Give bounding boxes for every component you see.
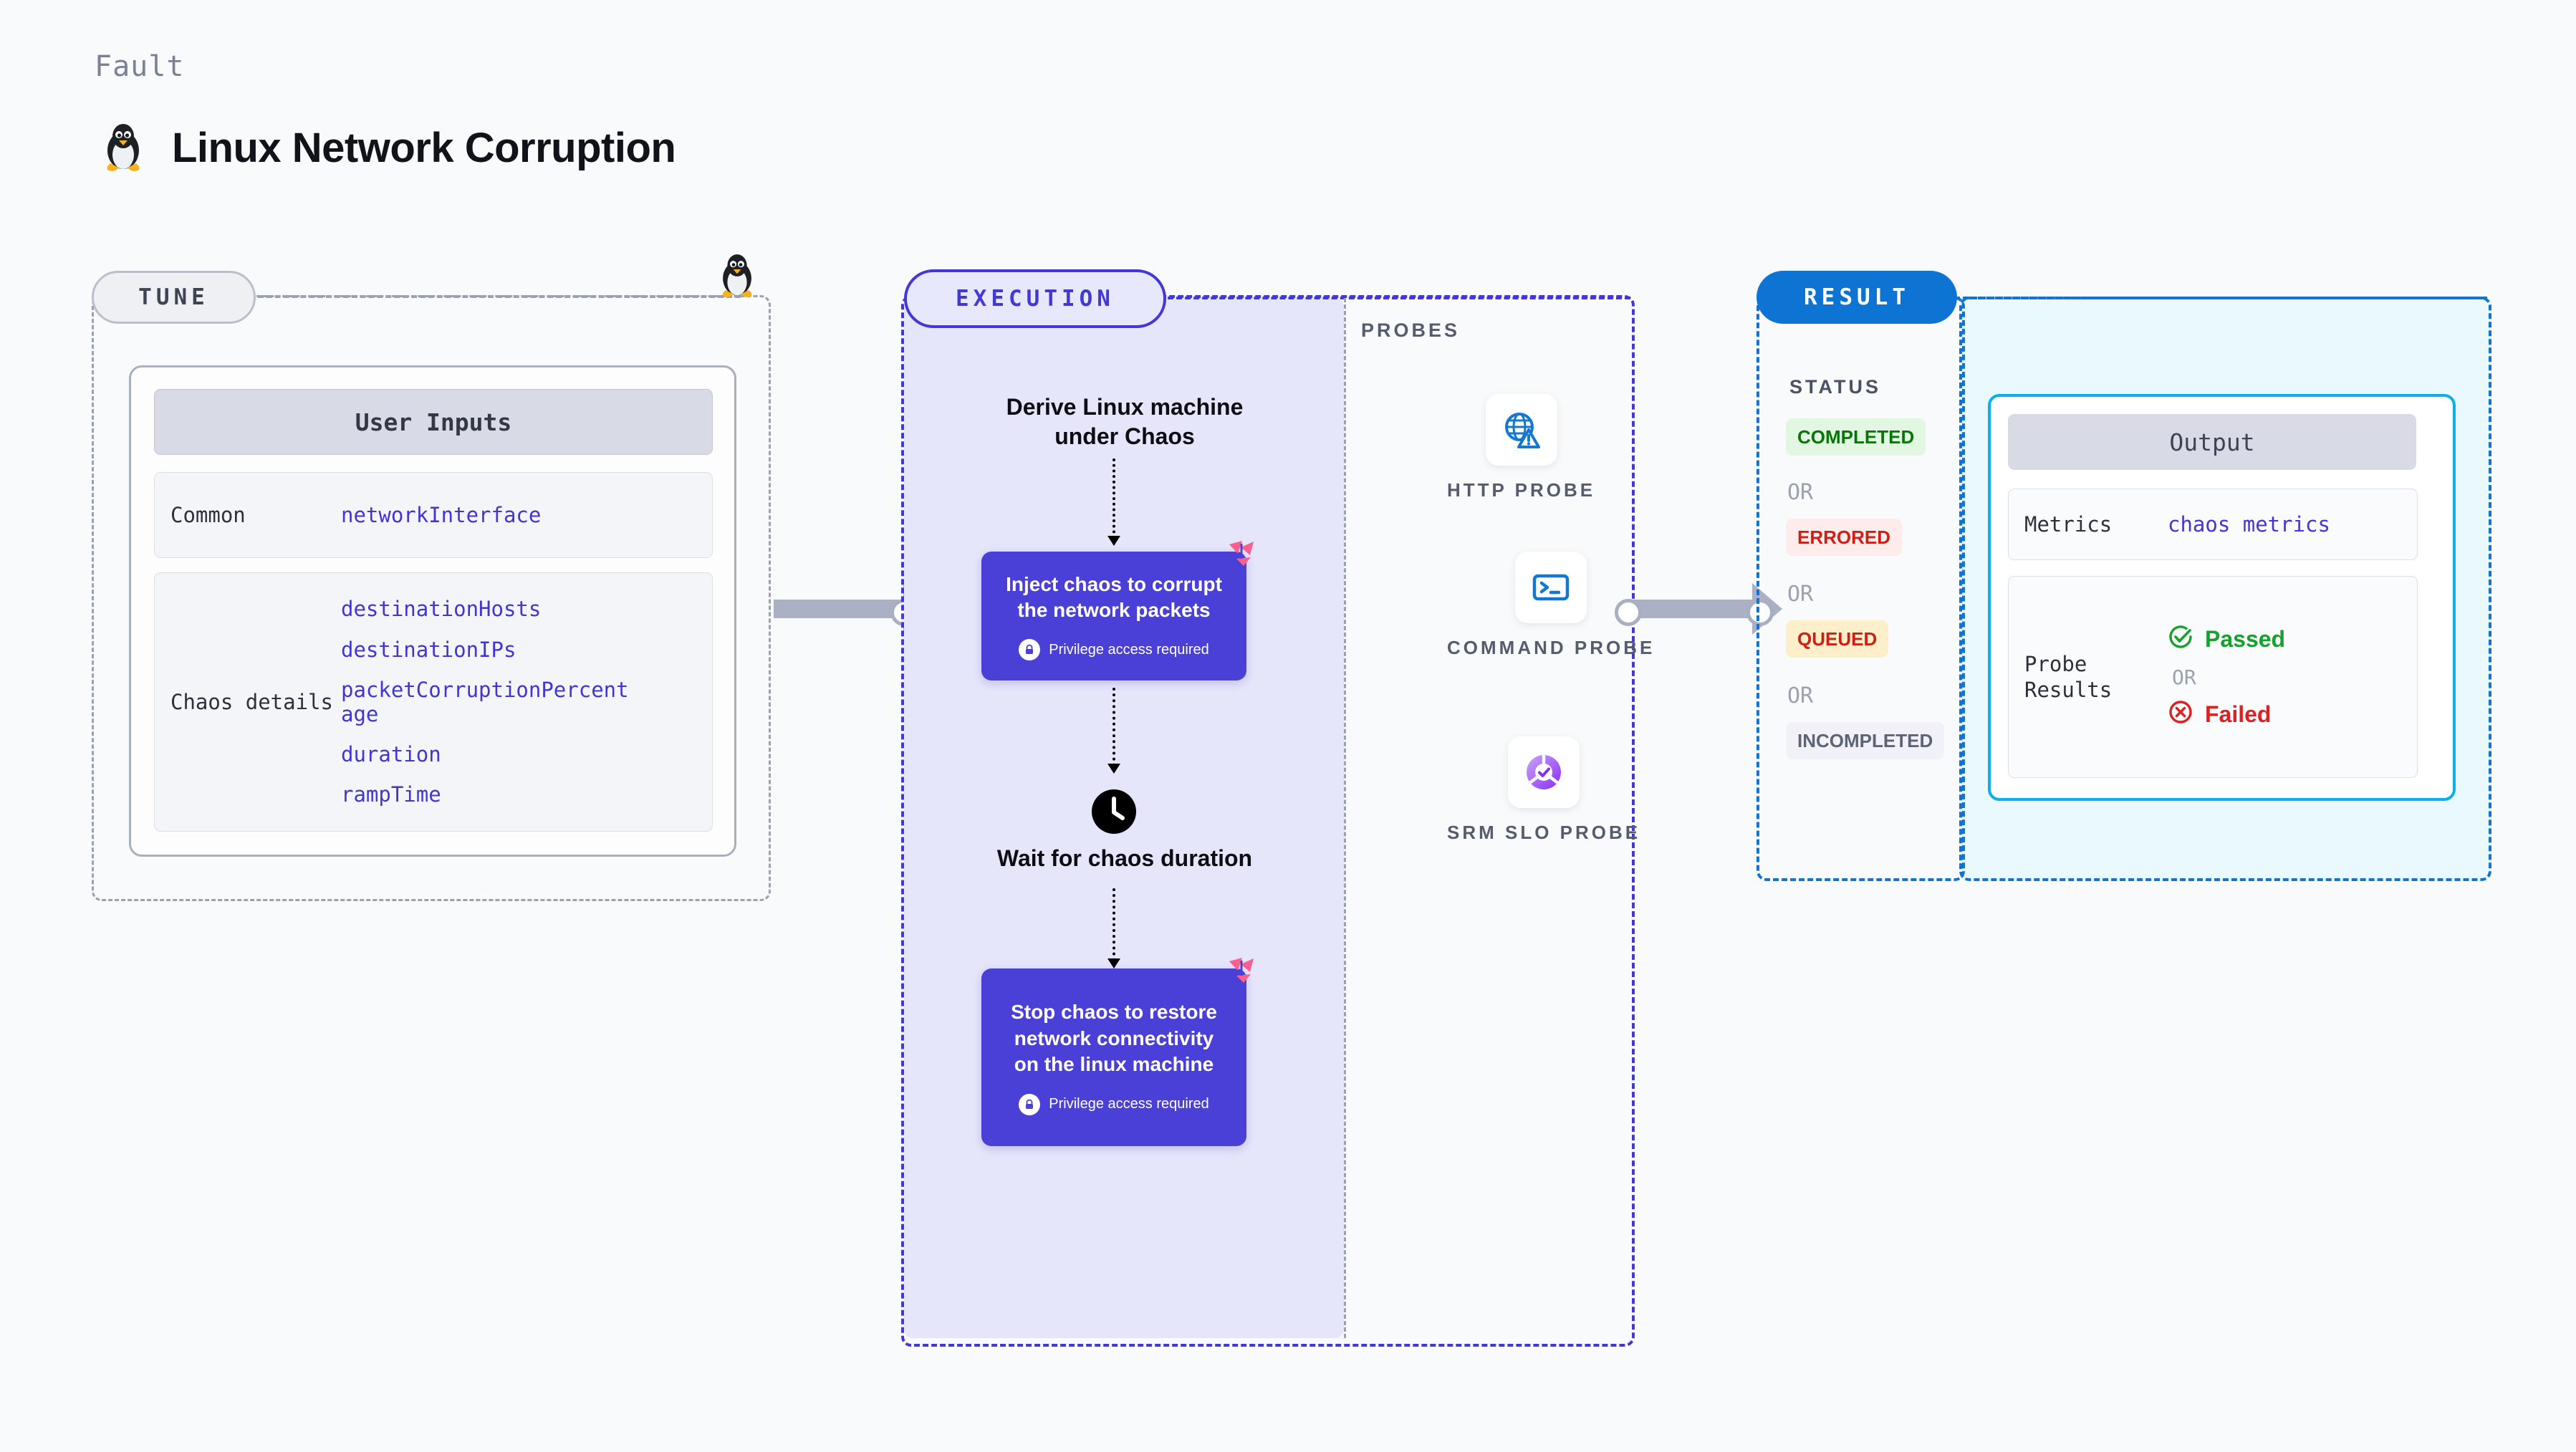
input-group-values: networkInterface [341,503,541,527]
privilege-text: Privilege access required [1049,641,1209,658]
fault-kicker: Fault [95,50,185,83]
output-metrics-label: Metrics [2024,511,2113,537]
input-group-chaos: Chaos details destinationHosts destinati… [154,572,713,832]
status-badge-completed: COMPLETED [1786,418,1926,456]
tune-to-execution-arrow [774,583,933,635]
fault-title-row: Linux Network Corruption [100,122,676,173]
user-inputs-title: User Inputs [154,389,713,455]
probe-srm[interactable]: SRM SLO PROBE [1447,736,1640,845]
or-separator: OR [1787,582,1814,607]
probe-result-passed-label: Passed [2205,626,2286,652]
probe-command[interactable]: COMMAND PROBE [1447,552,1655,660]
or-separator: OR [1787,480,1814,505]
linux-penguin-icon [100,122,146,173]
check-circle-icon [2168,624,2193,655]
wait-heading: Wait for chaos duration [996,845,1253,871]
slo-check-icon [1508,736,1580,808]
output-probe-label: Probe Results [2024,651,2113,702]
tune-top-dash [249,295,741,298]
flow-arrow-2 [1107,688,1120,774]
input-value[interactable]: duration [341,742,441,767]
lock-icon [1019,639,1041,661]
probe-label: SRM SLO PROBE [1447,822,1641,843]
input-value[interactable]: destinationHosts [341,597,542,622]
flow-arrow-1 [1107,458,1120,546]
status-badge-queued: QUEUED [1786,620,1889,658]
output-metrics-value[interactable]: chaos metrics [2168,512,2330,537]
probes-divider [1344,298,1346,1338]
x-circle-icon [2168,699,2193,731]
result-input-port [1746,599,1774,626]
execution-to-result-arrow [1625,583,1782,635]
execution-top-dash [1159,297,1630,299]
clock-icon [1090,788,1138,839]
probe-result-failed-label: Failed [2205,701,2272,727]
output-title: Output [2008,414,2416,470]
privilege-note: Privilege access required [1019,1093,1209,1115]
status-label: STATUS [1789,376,1881,398]
execution-output-port [1615,599,1642,626]
result-pill[interactable]: RESULT [1756,271,1957,324]
lock-icon [1019,1093,1041,1115]
input-group-label: Common [170,503,246,527]
output-card: Output Metrics chaos metrics Probe Resul… [1988,394,2456,801]
stop-chaos-card[interactable]: Stop chaos to restore network connectivi… [981,958,1254,1146]
stop-chaos-title: Stop chaos to restore network connectivi… [1011,1001,1217,1076]
input-value[interactable]: networkInterface [341,502,542,527]
output-probe-results-row: Probe Results Passed OR [2008,576,2418,778]
probes-label: PROBES [1361,319,1461,341]
input-value[interactable]: packetCorruptionPercentage [341,677,629,726]
probe-result-passed: Passed [2168,624,2285,655]
status-badge-errored: ERRORED [1786,519,1903,556]
or-separator: OR [1787,683,1814,708]
probe-label: HTTP PROBE [1447,479,1596,501]
linux-penguin-icon-tune [716,252,758,299]
tune-pill[interactable]: TUNE [92,271,256,324]
privilege-note: Privilege access required [1019,639,1209,661]
status-badge-incompleted: INCOMPLETED [1786,722,1945,759]
litmus-chaos-icon [1225,951,1258,988]
execution-step-heading: Derive Linux machine under Chaos [1006,394,1244,449]
litmus-chaos-icon [1225,534,1258,571]
or-separator: OR [2172,665,2196,689]
output-metrics-row: Metrics chaos metrics [2008,489,2418,560]
terminal-icon [1515,552,1587,623]
input-value[interactable]: rampTime [341,782,441,807]
input-group-values: destinationHosts destinationIPs packetCo… [341,597,635,807]
probe-result-failed: Failed [2168,699,2285,731]
execution-pill[interactable]: EXECUTION [904,269,1166,328]
user-inputs-card: User Inputs Common networkInterface Chao… [129,365,736,857]
input-group-label: Chaos details [170,690,333,714]
inject-chaos-card[interactable]: Inject chaos to corrupt the network pack… [981,541,1254,681]
probe-http[interactable]: HTTP PROBE [1447,394,1595,503]
output-probe-values: Passed OR Failed [2168,624,2285,731]
flow-arrow-3 [1107,888,1120,968]
result-top-dash [1954,297,2487,299]
input-group-common: Common networkInterface [154,472,713,558]
inject-chaos-title: Inject chaos to corrupt the network pack… [1006,572,1222,621]
globe-warning-icon [1485,394,1557,466]
input-value[interactable]: destinationIPs [341,637,516,662]
page-title: Linux Network Corruption [172,124,676,171]
probe-label: COMMAND PROBE [1447,637,1655,658]
privilege-text: Privilege access required [1049,1096,1209,1112]
